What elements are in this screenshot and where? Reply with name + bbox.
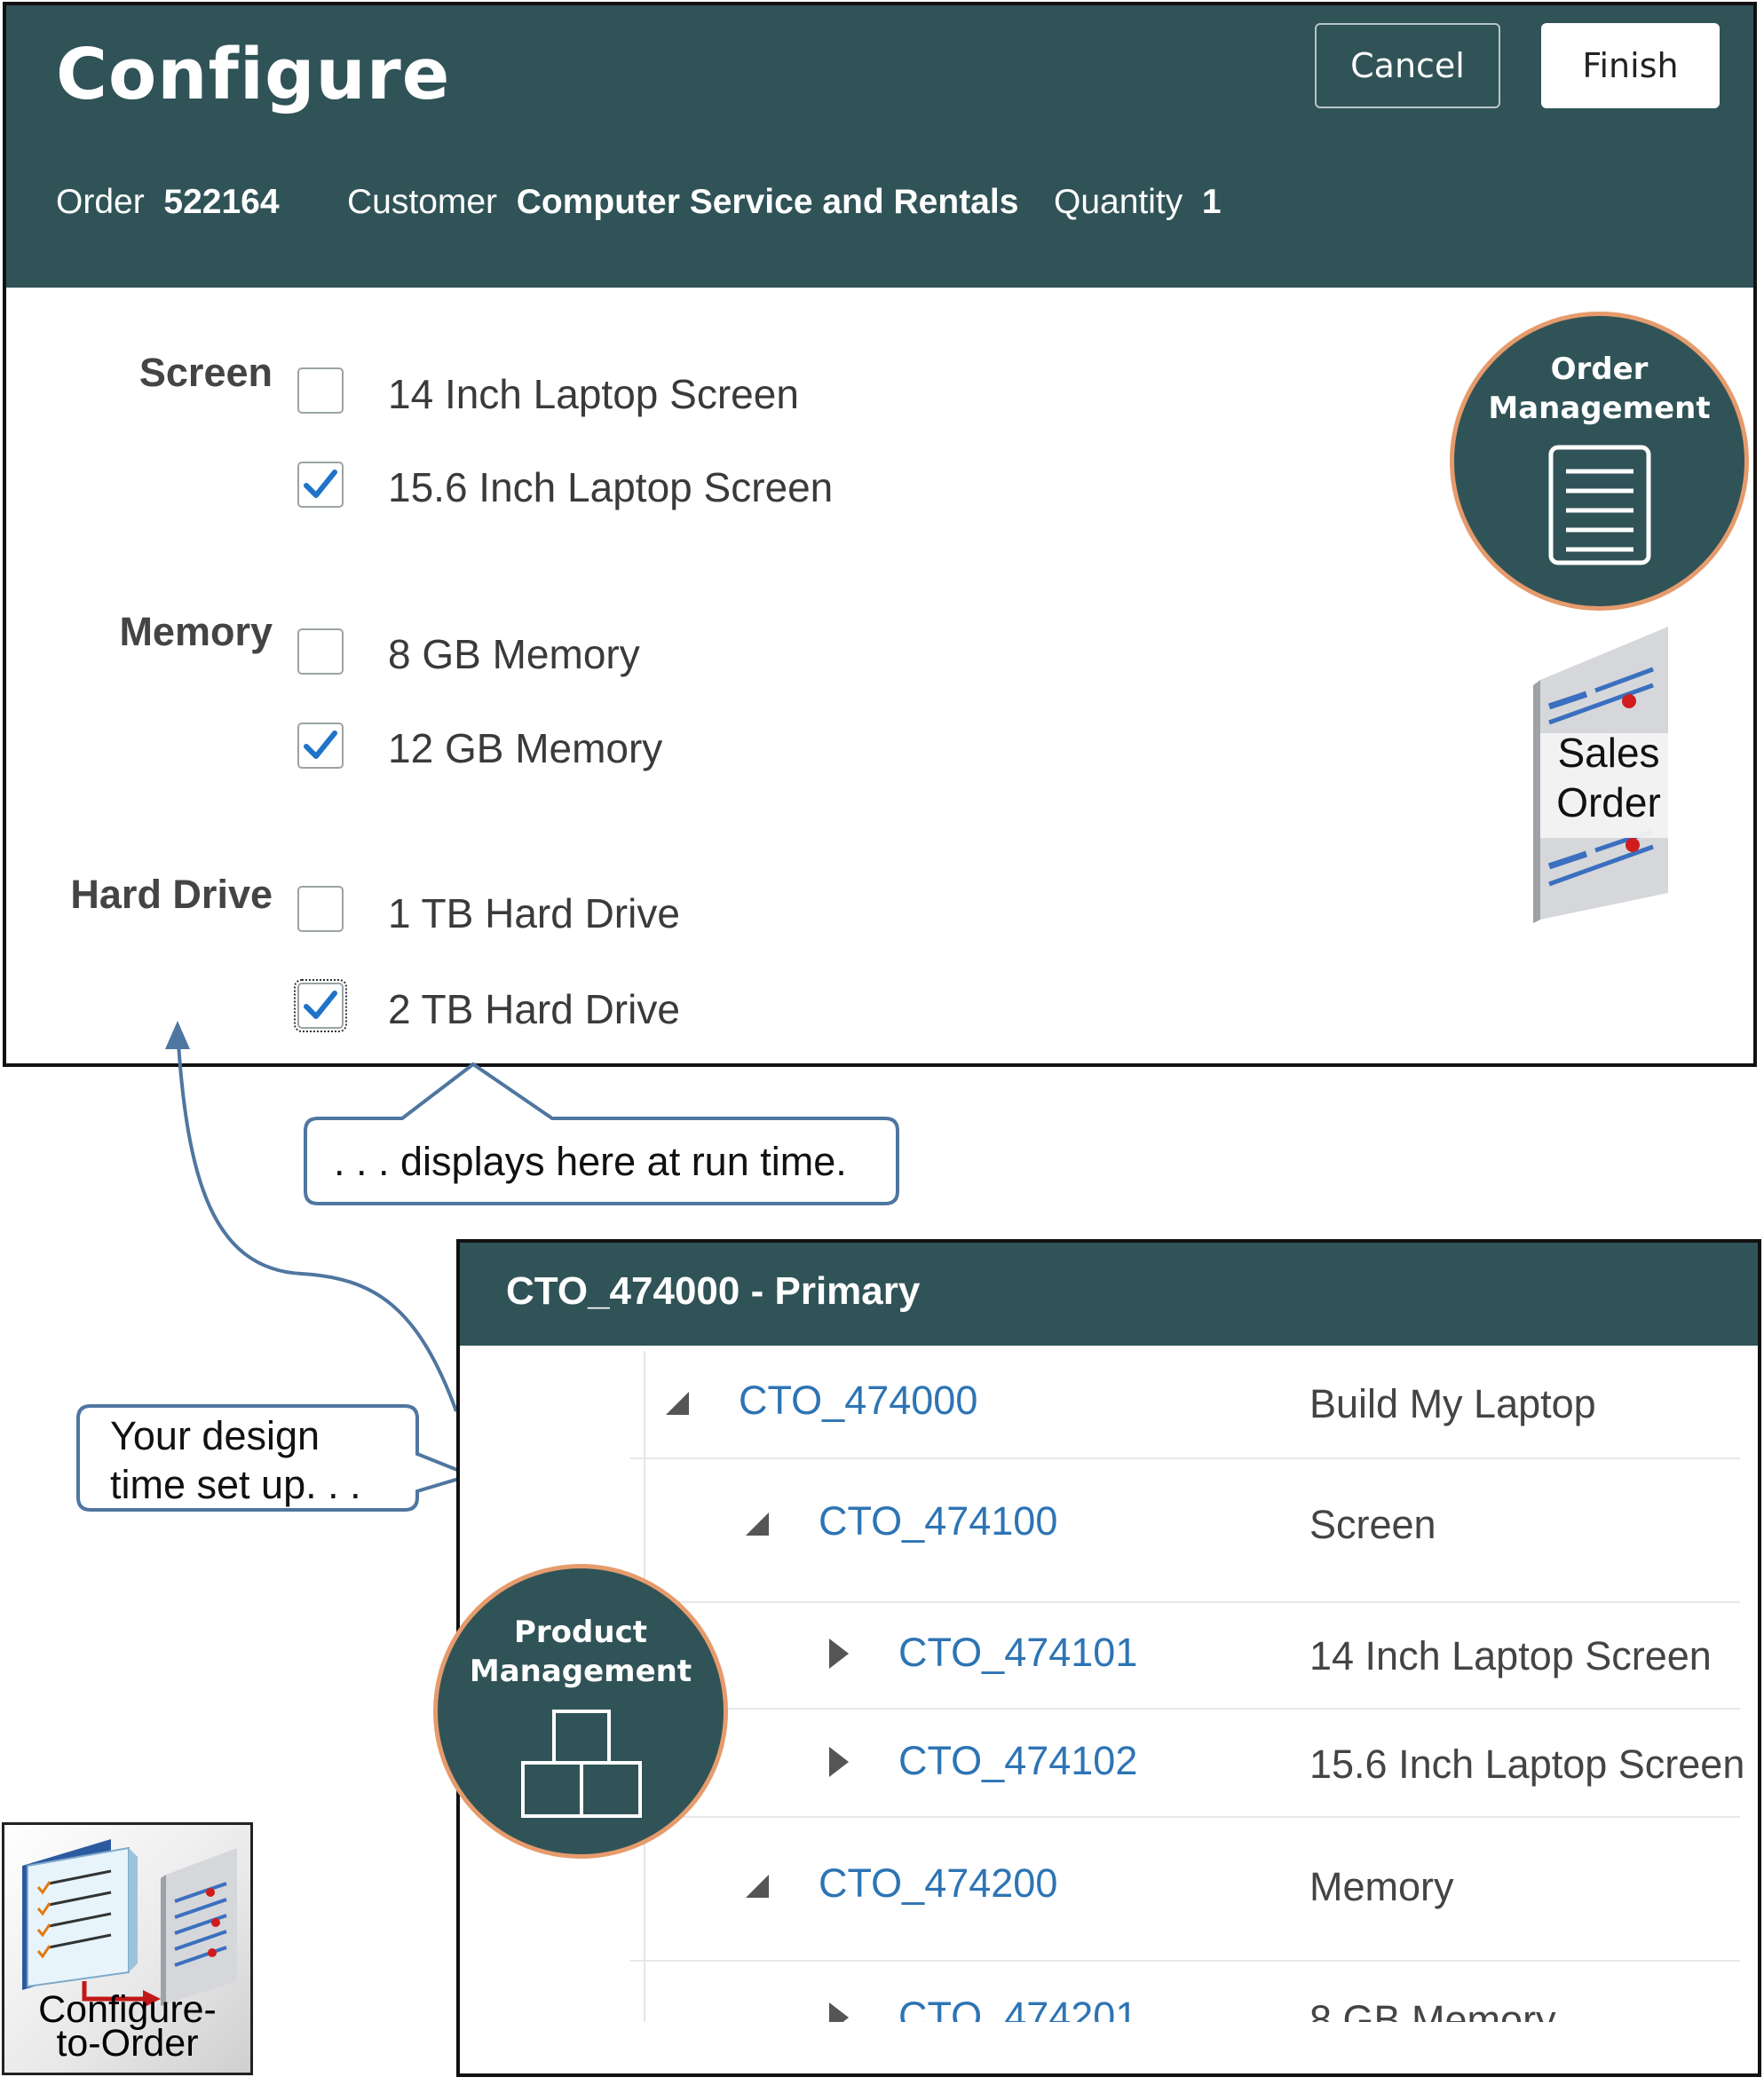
page-title: Configure	[56, 34, 451, 115]
checkbox-2-tb-hard-drive[interactable]	[294, 979, 347, 1032]
tree-header: CTO_474000 - Primary	[460, 1243, 1758, 1346]
tree-row[interactable]: CTO_474100 Screen	[630, 1459, 1740, 1603]
sales-order-doc-icon	[1533, 627, 1668, 923]
design-time-callout: Your design time set up. . .	[75, 1402, 474, 1513]
screen-group-label: Screen	[138, 350, 273, 395]
product-management-badge: Product Management	[433, 1564, 728, 1859]
customer-value: Computer Service and Rentals	[516, 183, 1019, 221]
tree-item-desc: 14 Inch Laptop Screen	[1309, 1633, 1712, 1678]
customer-meta: Customer Computer Service and Rentals	[347, 183, 1018, 222]
checkmark-icon	[304, 991, 337, 1019]
quantity-meta: Quantity 1	[1054, 183, 1222, 222]
runtime-callout-shape	[304, 1062, 899, 1205]
collapsed-triangle-icon[interactable]	[827, 1745, 850, 1779]
cancel-button[interactable]: Cancel	[1315, 23, 1500, 108]
tree-item-desc: 15.6 Inch Laptop Screen	[1309, 1742, 1745, 1787]
order-label: Order	[56, 183, 145, 221]
checkbox-8-gb-memory[interactable]	[297, 628, 344, 675]
expanded-triangle-icon[interactable]	[664, 1390, 691, 1417]
document-icon	[1548, 445, 1651, 565]
expanded-triangle-icon[interactable]	[744, 1873, 771, 1899]
tree-item-desc: Memory	[1309, 1864, 1454, 1909]
configure-panel: Configure Cancel Finish Order 522164 Cus…	[3, 2, 1757, 1067]
sales-order-line2: Order	[1556, 779, 1661, 825]
tree-clip-mask	[460, 2022, 1758, 2073]
option-label: 2 TB Hard Drive	[388, 986, 680, 1032]
tree-item-code[interactable]: CTO_474101	[898, 1630, 1138, 1675]
configure-to-order-icon: Configure- to-Order	[2, 1822, 253, 2075]
finish-button[interactable]: Finish	[1541, 23, 1720, 108]
boxes-icon	[521, 1710, 642, 1818]
collapsed-triangle-icon[interactable]	[827, 1637, 850, 1670]
badge-line1: Order	[1550, 351, 1649, 387]
checkmark-icon	[304, 731, 337, 759]
design-callout-text: Your design time set up. . .	[110, 1411, 361, 1509]
design-callout-line2: time set up. . .	[110, 1462, 361, 1507]
sales-order-line1: Sales	[1557, 730, 1660, 776]
tree-item-code[interactable]: CTO_474102	[898, 1738, 1138, 1783]
checkbox-15-6-inch-screen[interactable]	[297, 462, 344, 508]
sales-order-document: Sales Order	[1533, 627, 1675, 928]
order-meta: Order 522164	[56, 183, 280, 222]
tree-row[interactable]: CTO_474101 14 Inch Laptop Screen	[630, 1603, 1740, 1710]
option-label: 1 TB Hard Drive	[388, 890, 680, 936]
badge-line2: Management	[1488, 391, 1711, 426]
checkbox-14-inch-screen[interactable]	[297, 367, 344, 414]
option-label: 12 GB Memory	[388, 725, 663, 771]
cto-process-icon	[22, 1839, 237, 2008]
option-label: 8 GB Memory	[388, 631, 640, 677]
tree-row[interactable]: CTO_474200 Memory	[630, 1818, 1740, 1962]
memory-group-label: Memory	[119, 609, 273, 654]
tree-item-desc: Build My Laptop	[1309, 1381, 1596, 1426]
configure-header: Configure Cancel Finish Order 522164 Cus…	[6, 5, 1753, 288]
option-label: 15.6 Inch Laptop Screen	[388, 464, 834, 510]
tree-title: CTO_474000 - Primary	[506, 1269, 921, 1313]
expanded-triangle-icon[interactable]	[744, 1511, 771, 1537]
badge-line1: Product	[514, 1615, 647, 1650]
structure-tree-panel: CTO_474000 - Primary CTO_474000 Build My…	[456, 1239, 1761, 2077]
design-callout-shape	[76, 1404, 474, 1512]
cto-label-line2: to-Order	[56, 2022, 199, 2065]
quantity-label: Quantity	[1054, 183, 1183, 221]
hard-drive-group-label: Hard Drive	[70, 872, 273, 917]
runtime-callout-text: . . . displays here at run time.	[334, 1139, 847, 1184]
tree-item-code[interactable]: CTO_474200	[819, 1860, 1058, 1906]
design-callout-line1: Your design	[110, 1413, 320, 1458]
checkbox-1-tb-hard-drive[interactable]	[297, 886, 344, 932]
tree-item-desc: Screen	[1309, 1502, 1436, 1547]
tree-item-code[interactable]: CTO_474100	[819, 1498, 1058, 1544]
checkmark-icon	[304, 470, 337, 498]
quantity-value: 1	[1201, 183, 1222, 221]
customer-label: Customer	[347, 183, 498, 221]
order-value: 522164	[163, 183, 280, 221]
runtime-callout: . . . displays here at run time.	[302, 1061, 901, 1207]
option-label: 14 Inch Laptop Screen	[388, 371, 799, 417]
badge-line2: Management	[469, 1654, 692, 1689]
order-management-badge: Order Management	[1450, 312, 1749, 611]
cto-label-line1: Configure-	[38, 1988, 217, 2031]
tree-row[interactable]: CTO_474000 Build My Laptop	[630, 1349, 1740, 1459]
tree-item-code[interactable]: CTO_474000	[739, 1378, 978, 1423]
checkbox-12-gb-memory[interactable]	[297, 723, 344, 769]
tree-row[interactable]: CTO_474102 15.6 Inch Laptop Screen	[630, 1710, 1744, 1818]
